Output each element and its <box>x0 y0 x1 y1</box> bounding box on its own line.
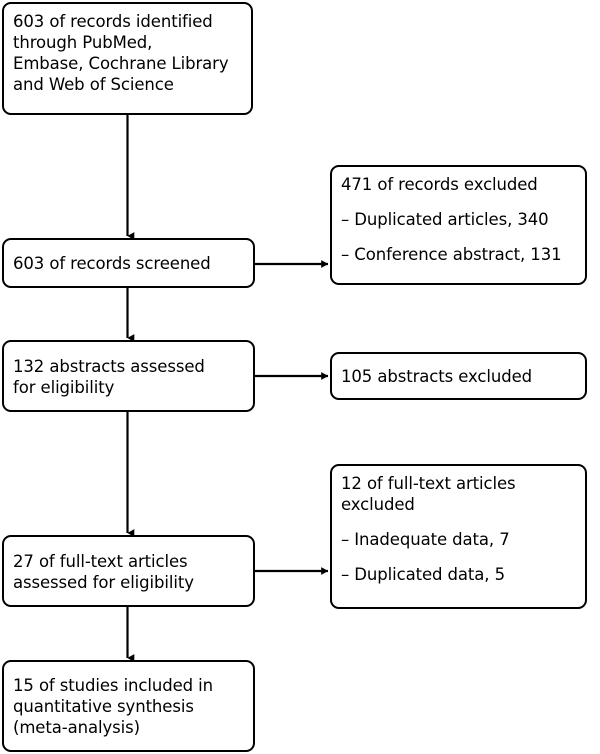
box-text-line: through PubMed, <box>13 33 153 52</box>
box-text-line: quantitative synthesis <box>13 697 194 716</box>
box-full-text-assessed: 27 of full-text articles assessed for el… <box>2 535 255 607</box>
box-studies-included: 15 of studies included in quantitative s… <box>2 660 255 752</box>
box-text-line: excluded <box>341 495 415 514</box>
box-records-identified: 603 of records identified through PubMed… <box>2 2 253 115</box>
box-abstracts-excluded: 105 abstracts excluded <box>330 352 587 400</box>
box-text-line: and Web of Science <box>13 75 174 94</box>
box-text-line: Embase, Cochrane Library <box>13 54 229 73</box>
box-text-line: 15 of studies included in <box>13 676 214 695</box>
box-text-line: 603 of records identified <box>13 12 213 31</box>
box-text-line: 471 of records excluded <box>341 175 538 194</box>
box-text-line: 603 of records screened <box>13 254 211 273</box>
box-records-screened: 603 of records screened <box>2 238 255 288</box>
box-text-line: – Inadequate data, 7 <box>341 530 510 549</box>
box-full-text-excluded: 12 of full-text articles excluded – Inad… <box>330 464 587 609</box>
box-text-line: 105 abstracts excluded <box>341 367 533 386</box>
box-text-line: 132 abstracts assessed <box>13 356 205 376</box>
box-abstracts-assessed: 132 abstracts assessed for eligibility <box>2 340 255 412</box>
box-text-line: for eligibility <box>13 377 115 397</box>
box-text-line: – Duplicated articles, 340 <box>341 210 549 229</box>
box-text-line: – Conference abstract, 131 <box>341 245 562 264</box>
box-text-line: 12 of full-text articles <box>341 474 516 493</box>
box-records-excluded: 471 of records excluded – Duplicated art… <box>330 165 587 285</box>
box-text-line: (meta-analysis) <box>13 718 140 737</box>
box-text-line: assessed for eligibility <box>13 572 194 592</box>
box-text-line: – Duplicated data, 5 <box>341 565 505 584</box>
box-text-line: 27 of full-text articles <box>13 551 188 571</box>
